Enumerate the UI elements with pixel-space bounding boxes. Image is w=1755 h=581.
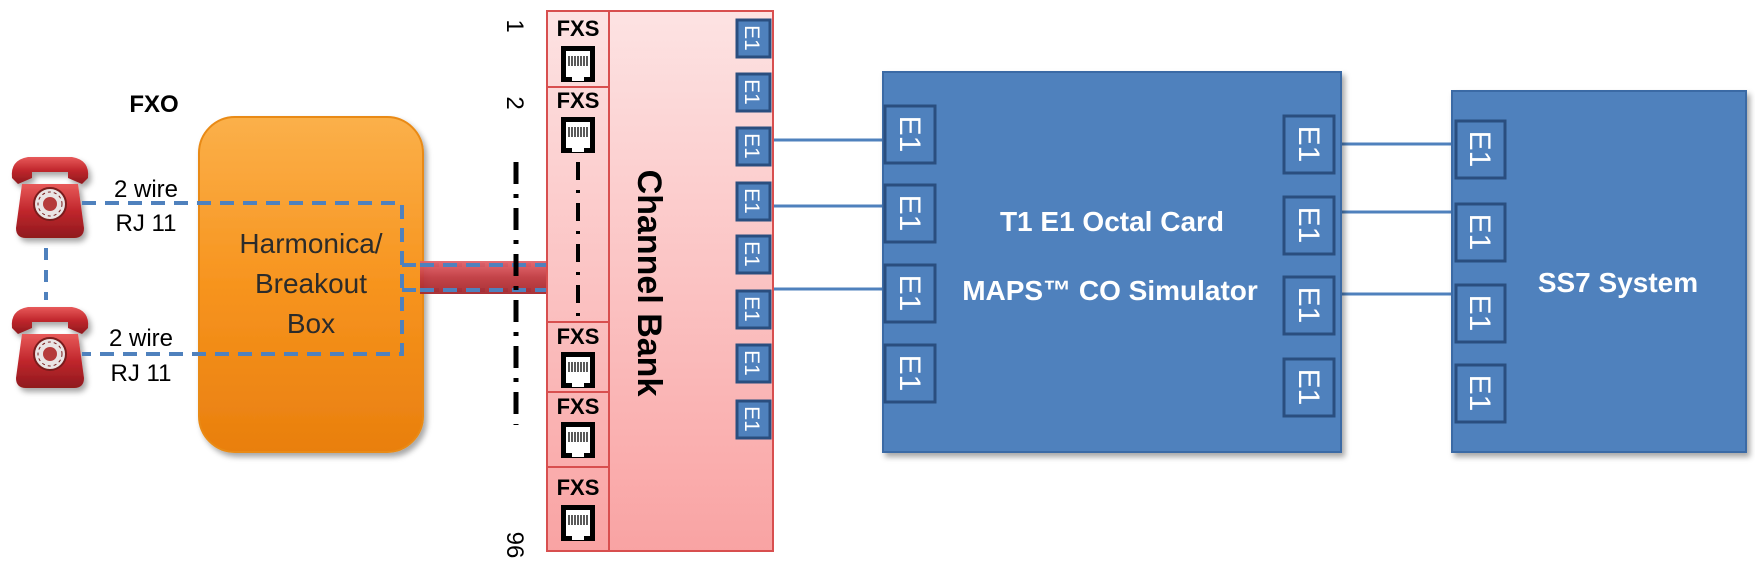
cb-e1-port-8: E1 (735, 399, 772, 440)
telephone-icon-top (11, 157, 89, 238)
maps-co-simulator-box (882, 71, 1342, 453)
rj45-jack-icon (561, 117, 595, 153)
e1-label: E1 (1463, 295, 1496, 332)
phone-top-wire-label: 2 wire (114, 176, 178, 203)
trunk-cable (420, 261, 548, 294)
fxs-label: FXS (557, 16, 600, 41)
e1-label: E1 (1292, 369, 1325, 406)
telephone-icon-bottom (11, 307, 89, 388)
cb-e1-port-6: E1 (735, 289, 772, 330)
e1-label: E1 (740, 296, 763, 322)
rj45-jack-icon (561, 46, 595, 82)
e1-label: E1 (893, 195, 926, 232)
fxo-label: FXO (129, 91, 178, 118)
maps-card-title: T1 E1 Octal Card (1000, 206, 1224, 237)
e1-label: E1 (740, 133, 763, 159)
e1-label: E1 (740, 188, 763, 214)
channel-bank-e1-ports: E1 E1 E1 E1 E1 E1 E1 E1 (735, 18, 772, 440)
fxs-label: FXS (557, 324, 600, 349)
e1-label: E1 (740, 25, 763, 51)
e1-label: E1 (893, 275, 926, 312)
e1-label: E1 (893, 355, 926, 392)
cb-e1-port-4: E1 (735, 181, 772, 222)
e1-label: E1 (1292, 126, 1325, 163)
e1-label: E1 (1463, 214, 1496, 251)
e1-label: E1 (893, 116, 926, 153)
maps-e1-port-r2: E1 (1282, 195, 1336, 256)
cb-e1-port-1: E1 (735, 18, 772, 59)
rj45-jack-icon (561, 505, 595, 541)
e1-label: E1 (1292, 287, 1325, 324)
e1-label: E1 (740, 241, 763, 267)
port-number-second: 2 (501, 96, 528, 109)
ss7-system-title: SS7 System (1538, 267, 1698, 298)
maps-simulator-title: MAPS™ CO Simulator (962, 275, 1258, 306)
fxs-label: FXS (557, 475, 600, 500)
ss7-e1-port-1: E1 (1454, 119, 1507, 180)
breakout-label-line2: Breakout (255, 268, 367, 299)
port-number-last: 96 (501, 532, 528, 559)
maps-e1-port-r3: E1 (1282, 275, 1336, 336)
fxs-port-95: FXS (547, 391, 609, 458)
fxs-port-2: FXS (557, 88, 600, 153)
maps-e1-port-l1: E1 (883, 104, 937, 165)
e1-label: E1 (740, 79, 763, 105)
port-number-first: 1 (501, 19, 528, 32)
cb-e1-port-2: E1 (735, 72, 772, 113)
breakout-label-line1: Harmonica/ (239, 228, 382, 259)
phone-bottom-wire-label: 2 wire (109, 325, 173, 352)
ss7-e1-ports: E1 E1 E1 E1 (1454, 119, 1507, 424)
phone-bottom-rj-label: RJ 11 (111, 360, 172, 387)
cb-e1-port-5: E1 (735, 234, 772, 275)
maps-e1-port-l3: E1 (883, 263, 937, 324)
phone-top-rj-label: RJ 11 (116, 210, 177, 237)
cb-e1-port-3: E1 (735, 126, 772, 167)
ss7-e1-port-2: E1 (1454, 202, 1507, 263)
breakout-label-line3: Box (287, 308, 335, 339)
fxs-port-1: FXS (547, 16, 609, 88)
e1-trunk-lines (771, 138, 1454, 296)
channel-bank-title: Channel Bank (630, 170, 668, 397)
maps-e1-port-l2: E1 (883, 183, 937, 244)
maps-e1-ports-right: E1 E1 E1 E1 (1282, 114, 1336, 418)
ss7-e1-port-4: E1 (1454, 363, 1507, 424)
ss7-e1-port-3: E1 (1454, 283, 1507, 344)
fxs-label: FXS (557, 394, 600, 419)
fxs-port-94: FXS (547, 321, 609, 388)
fxs-port-list: FXS FXS FXS (547, 16, 609, 541)
rj45-jack-icon (561, 352, 595, 388)
e1-label: E1 (1292, 207, 1325, 244)
fxs-port-96: FXS (547, 466, 609, 541)
maps-e1-ports-left: E1 E1 E1 E1 (883, 104, 937, 404)
cb-e1-port-7: E1 (735, 343, 772, 384)
rj45-jack-icon (561, 422, 595, 458)
maps-e1-port-r1: E1 (1282, 114, 1336, 175)
e1-label: E1 (1463, 131, 1496, 168)
maps-e1-port-r4: E1 (1282, 357, 1336, 418)
channel-bank (546, 10, 774, 552)
e1-label: E1 (740, 350, 763, 376)
e1-label: E1 (1463, 375, 1496, 412)
e1-label: E1 (740, 406, 763, 432)
fxs-label: FXS (557, 88, 600, 113)
maps-e1-port-l4: E1 (883, 343, 937, 404)
